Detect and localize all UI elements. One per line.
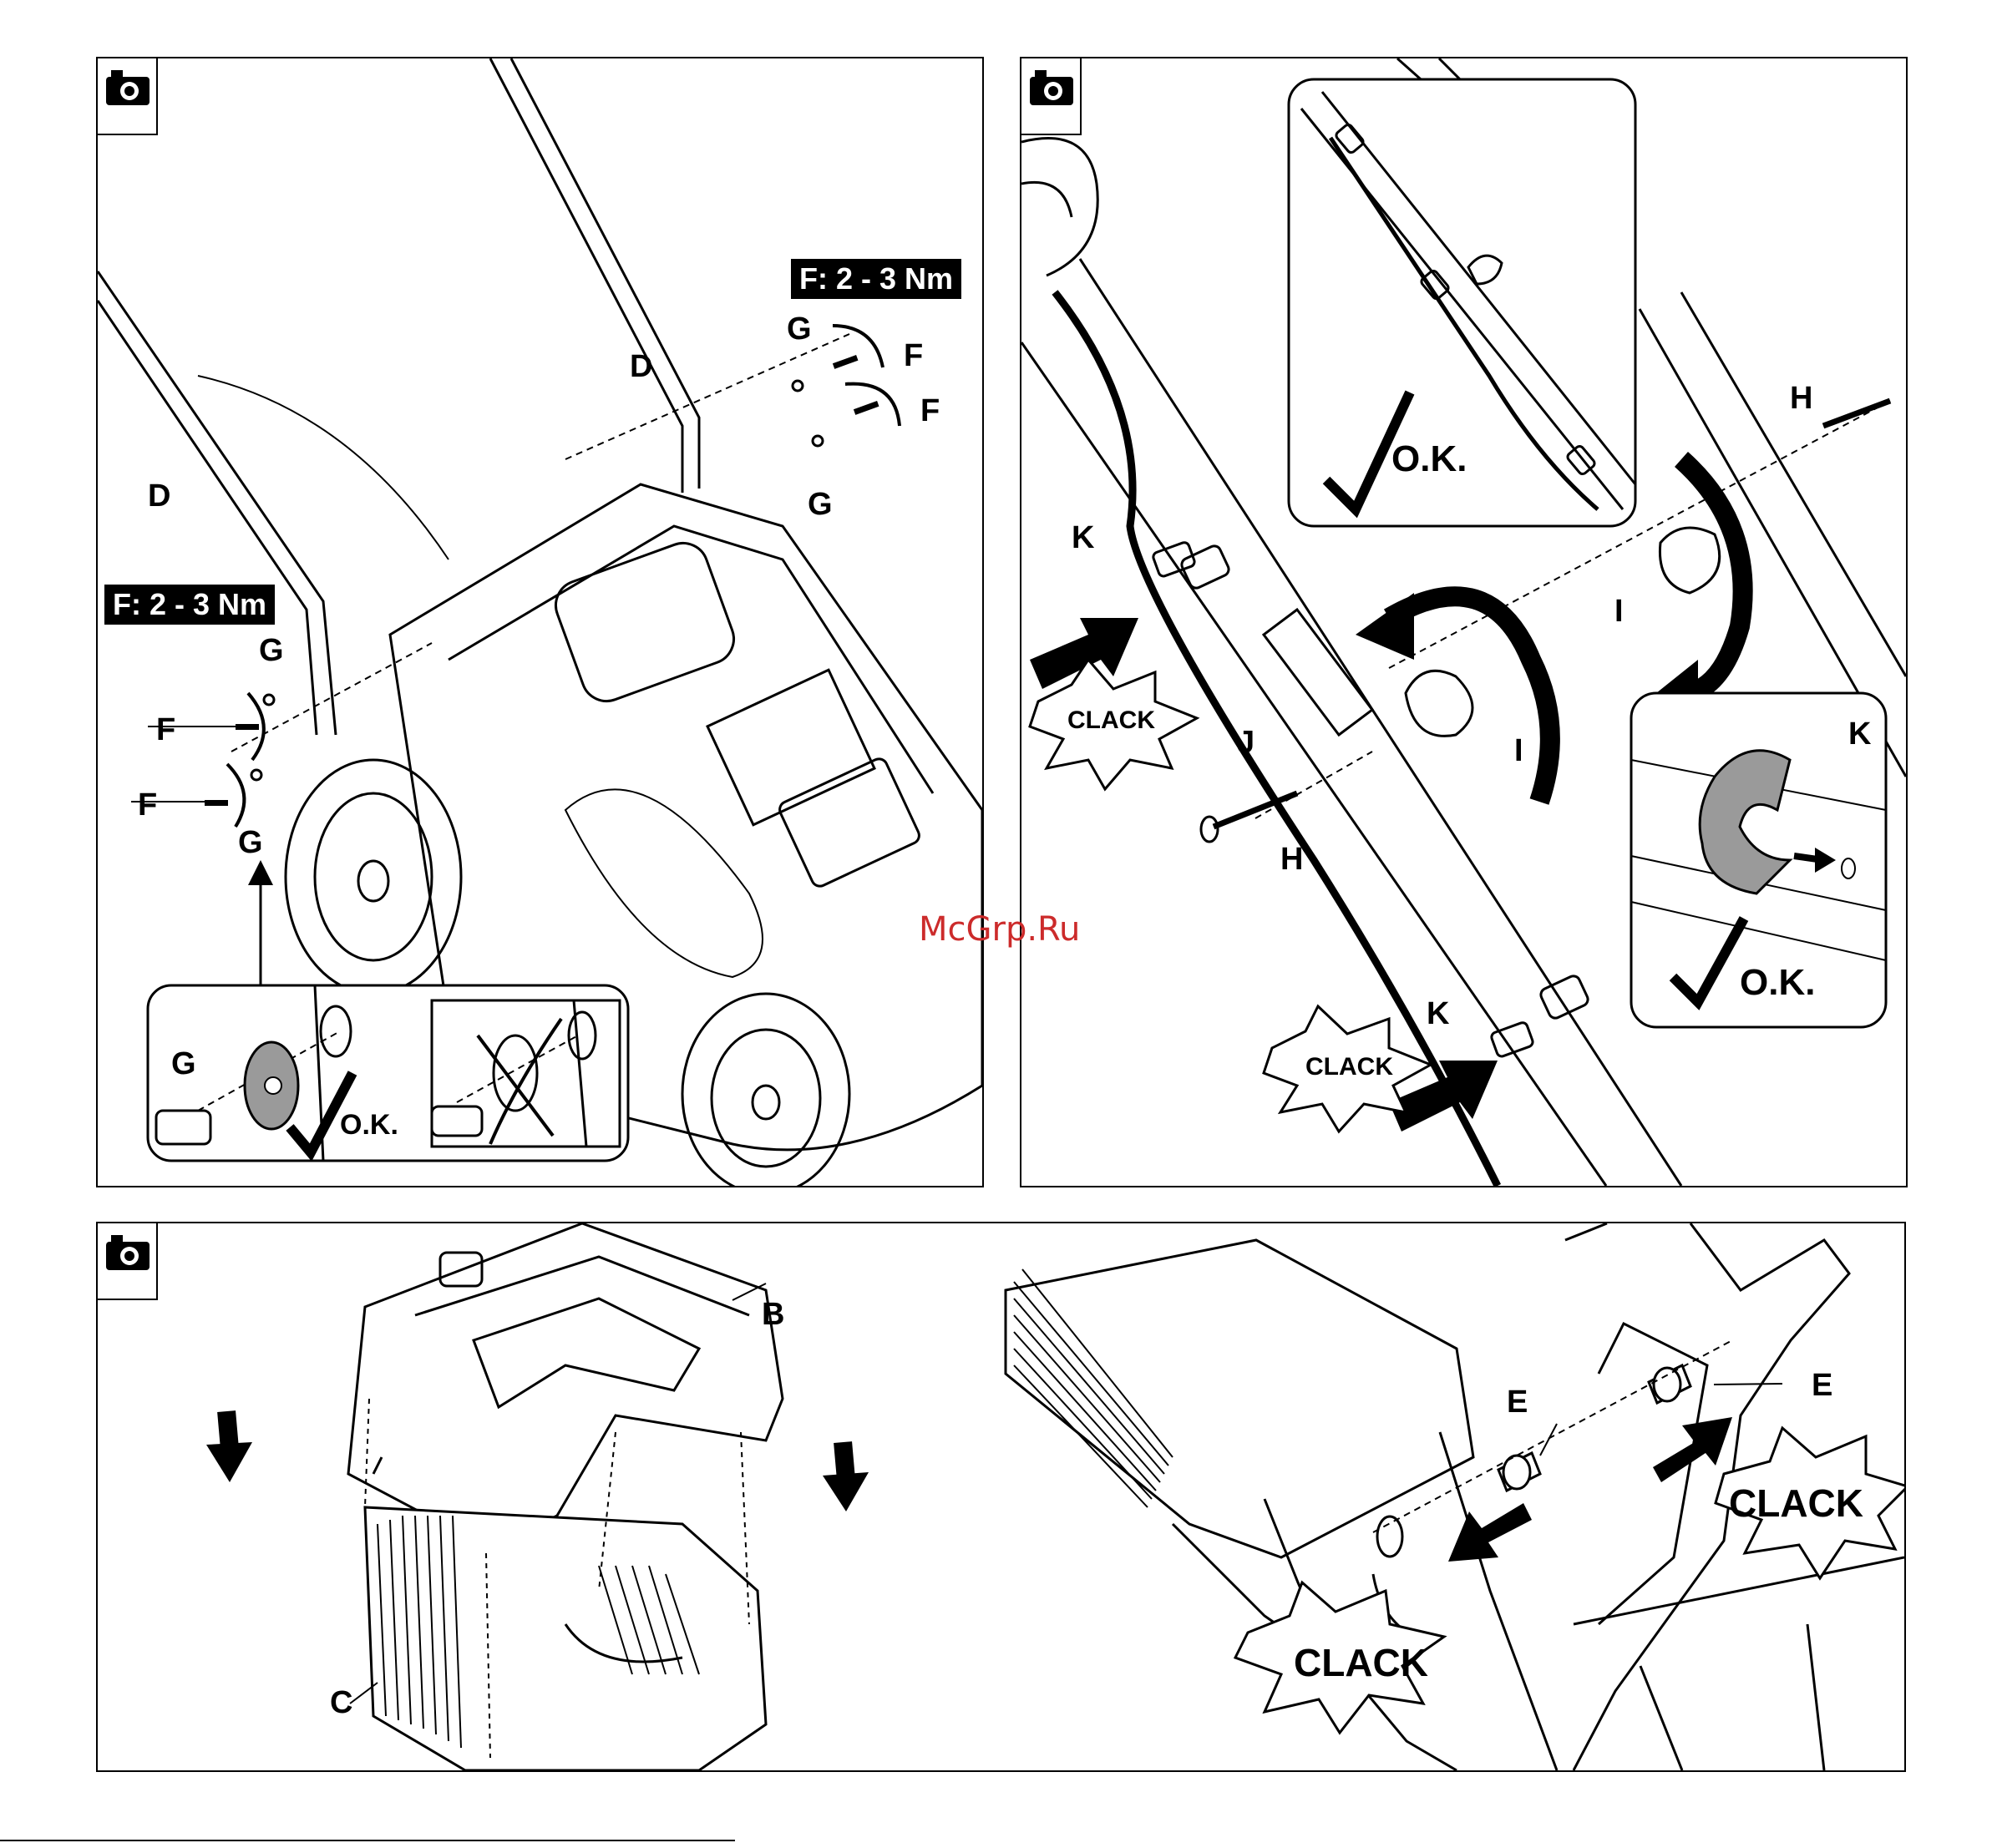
clack-label-bottom: CLACK	[1305, 1055, 1393, 1080]
clack-label-left: CLACK	[1294, 1643, 1428, 1682]
label-g-detail: G	[171, 1048, 196, 1080]
label-j: J	[1237, 727, 1255, 758]
label-e-right: E	[1812, 1370, 1832, 1401]
ok-label-top-inset: O.K.	[1391, 441, 1467, 478]
ok-label: O.K.	[340, 1111, 398, 1139]
label-f-right-bottom: F	[920, 395, 940, 427]
label-i-center: I	[1514, 735, 1523, 767]
rotate-arrow-icon	[1656, 459, 1743, 727]
panel-grassbox-assembly: B C	[96, 1222, 992, 1772]
torque-label-top: F: 2 - 3 Nm	[791, 259, 961, 299]
grassbox-illustration	[98, 1223, 991, 1770]
label-k-bottom: K	[1427, 998, 1449, 1030]
label-e-left: E	[1507, 1386, 1528, 1418]
footer-rule	[0, 1840, 735, 1841]
panel-handle-mounting: F: 2 - 3 Nm F: 2 - 3 Nm D D G G G G G F …	[96, 57, 984, 1187]
label-f-left-bottom: F	[138, 789, 157, 821]
watermark: McGrp.Ru	[919, 910, 1080, 949]
torque-label-left: F: 2 - 3 Nm	[104, 585, 275, 625]
label-d-right: D	[630, 351, 652, 382]
label-i-right: I	[1614, 595, 1624, 627]
label-g-left-top: G	[259, 635, 284, 666]
label-f-right-top: F	[904, 340, 923, 372]
label-b: B	[762, 1299, 784, 1330]
ok-label-bottom-inset: O.K.	[1740, 965, 1815, 1001]
label-h-right: H	[1790, 382, 1812, 414]
arrow-icon	[1653, 1417, 1732, 1482]
panel-grassbox-clips: E E CLACK CLACK	[989, 1222, 1906, 1772]
clack-label-right: CLACK	[1729, 1484, 1863, 1522]
arrow-icon	[1448, 1503, 1532, 1562]
cable-clip-illustration	[1021, 58, 1906, 1186]
label-h-left: H	[1280, 843, 1303, 875]
label-f-left-top: F	[156, 714, 175, 746]
label-d-left: D	[148, 480, 170, 512]
label-k-left: K	[1072, 522, 1094, 554]
label-g-left-bottom: G	[238, 827, 263, 858]
label-g-right: G	[808, 489, 833, 520]
panel-cable-clips: K K K J H H I I CLACK CLACK O.K. O.K.	[1020, 57, 1908, 1187]
label-c: C	[330, 1687, 352, 1719]
clack-label-left: CLACK	[1067, 708, 1155, 733]
label-g-top: G	[787, 313, 812, 345]
label-k-inset: K	[1848, 718, 1871, 750]
